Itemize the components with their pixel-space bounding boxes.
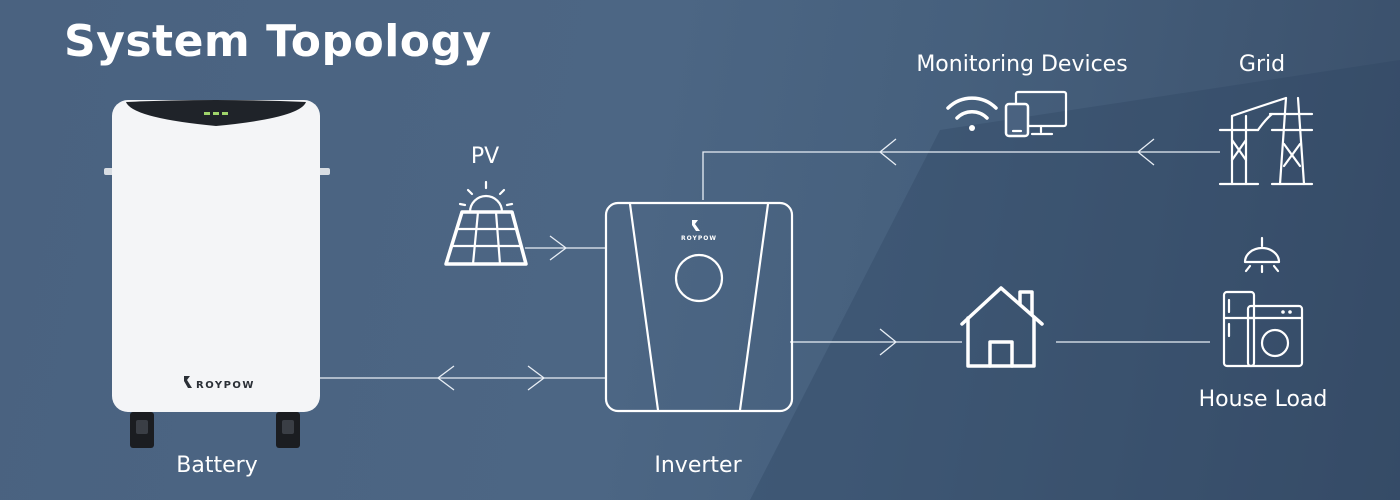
arrow-house-icon [879, 328, 898, 356]
wifi-icon [946, 96, 998, 131]
appliances-icon [1222, 290, 1304, 368]
monitor-phone-icon [1004, 90, 1068, 138]
solar-panel-icon [444, 180, 528, 266]
monitoring-devices-label: Monitoring Devices [916, 52, 1128, 77]
arrow-grid-left-icon [1136, 138, 1155, 166]
arrow-to-battery-icon [436, 365, 455, 391]
grid-tower-icon [1218, 96, 1314, 186]
battery-brand-text: ROYPOW [196, 380, 255, 391]
inverter-logo-icon [692, 220, 700, 231]
grid-label: Grid [1238, 52, 1286, 77]
pv-label: PV [470, 144, 500, 169]
arrow-to-inverter-icon [527, 365, 546, 391]
grid-monitoring-line [702, 151, 1220, 200]
inverter-label: Inverter [654, 453, 742, 478]
battery-label: Battery [176, 453, 258, 478]
inverter-unit: ROYPOW [604, 201, 794, 413]
arrow-pv-icon [549, 235, 568, 261]
lamp-icon [1243, 236, 1281, 274]
roypow-logo-icon [184, 376, 192, 388]
page-title: System Topology [64, 16, 492, 67]
arrow-monitoring-left-icon [878, 138, 897, 166]
inverter-brand-text: ROYPOW [681, 235, 717, 242]
battery-unit: ROYPOW [104, 100, 330, 448]
house-icon [960, 286, 1044, 368]
house-load-label: House Load [1198, 387, 1328, 412]
